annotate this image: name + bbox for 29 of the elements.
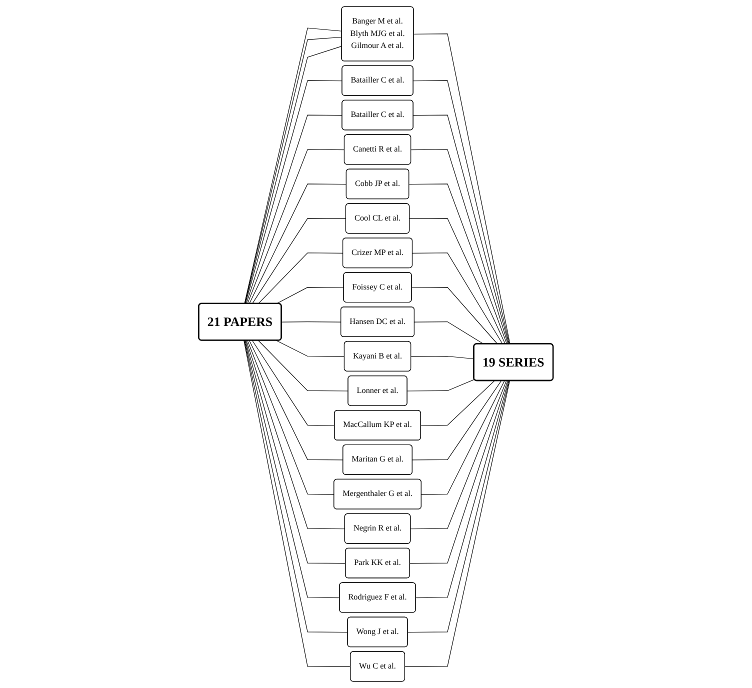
connector xyxy=(412,380,502,460)
connector xyxy=(252,218,346,304)
connector xyxy=(410,380,507,530)
connector xyxy=(252,340,336,426)
connector xyxy=(249,340,344,460)
connector xyxy=(258,340,349,392)
connector xyxy=(421,380,505,495)
connector xyxy=(276,340,345,357)
connector xyxy=(416,380,509,598)
connector xyxy=(410,149,508,344)
connector xyxy=(246,114,343,304)
connector xyxy=(249,184,347,304)
connector xyxy=(410,380,508,564)
connector xyxy=(247,340,335,495)
connector xyxy=(412,287,498,344)
connector xyxy=(408,184,508,344)
connector xyxy=(258,252,344,304)
connector xyxy=(276,287,344,304)
connector xyxy=(244,340,340,598)
connector xyxy=(412,252,503,344)
connector xyxy=(410,356,474,360)
connector xyxy=(245,340,346,564)
connector xyxy=(246,340,346,530)
connector xyxy=(414,322,484,344)
connector xyxy=(407,379,475,392)
connector xyxy=(247,149,345,304)
connector xyxy=(414,34,510,344)
connector xyxy=(420,380,495,426)
connector xyxy=(409,218,506,344)
